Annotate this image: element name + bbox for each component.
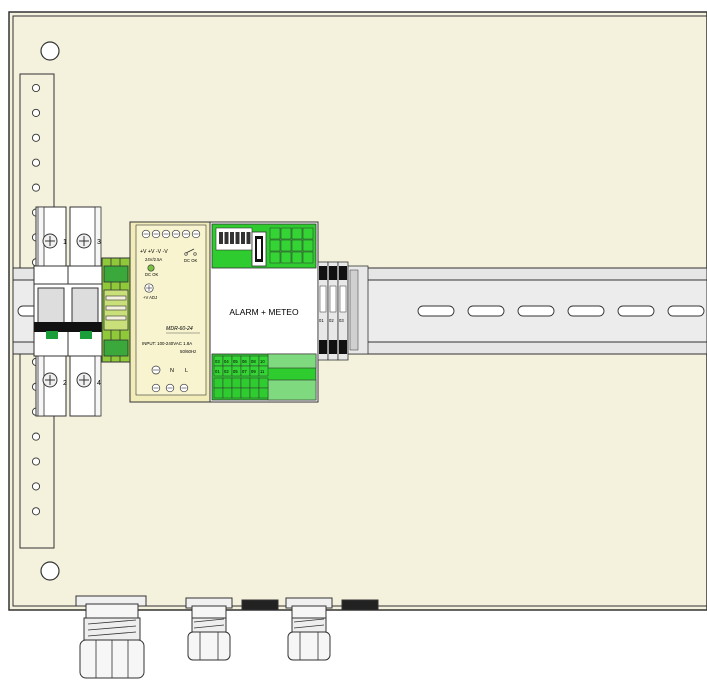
terminal-cell [258, 377, 269, 389]
dip-switch [230, 232, 234, 244]
dip-switch [219, 232, 223, 244]
module-terminal-label: 04 [224, 359, 229, 364]
terminal-cell [249, 387, 260, 399]
module-terminal-label: 02 [224, 369, 229, 374]
psu-dc-ok-label: DC OK [145, 272, 158, 277]
module-terminal-label: 09 [251, 369, 256, 374]
terminal-cell [240, 387, 251, 399]
module-terminal-label: 07 [242, 369, 247, 374]
terminal-cell [280, 239, 292, 252]
terminal-cell [291, 239, 303, 252]
module-terminal-label: 11 [260, 369, 265, 374]
terminal-block-label: 03 [339, 318, 344, 323]
right-terminal-blocks: 01 02 03 [317, 261, 369, 361]
terminal-cell [222, 377, 233, 389]
terminal-cell [291, 251, 303, 264]
terminal-cell [231, 387, 242, 399]
strip-hole [31, 457, 41, 466]
terminal-cell [258, 387, 269, 399]
psu-model: MDR-60-24 [166, 326, 193, 332]
breaker-terminal-4: 4 [97, 380, 101, 387]
terminal-cell [291, 227, 303, 240]
rail-slot [567, 305, 605, 317]
module-terminal-label: 08 [251, 359, 256, 364]
module-terminal-label: 10 [260, 359, 265, 364]
terminal-cell [280, 227, 292, 240]
cable-gland-large [75, 595, 147, 679]
module-label: ALARM + METEO [229, 307, 299, 317]
rail-slot [417, 305, 455, 317]
blanking-plug-2 [341, 599, 379, 611]
terminal-cell [213, 377, 224, 389]
cable-gland-medium-2 [285, 597, 333, 661]
rail-slot [517, 305, 555, 317]
psu-rating: 24V/2.5A [145, 257, 162, 262]
module-terminal-label: 01 [215, 369, 220, 374]
psu-terminals-top-label: +V +V -V -V [140, 249, 168, 255]
breaker-terminal-1: 1 [63, 239, 67, 246]
rail-slot [667, 305, 705, 317]
strip-hole [31, 108, 41, 117]
strip-hole [31, 83, 41, 93]
mounting-hole-bottom [40, 561, 60, 581]
breaker-terminal-2: 2 [63, 380, 67, 387]
ground-terminal-blocks [101, 257, 131, 363]
mounting-hole-top [40, 41, 60, 61]
strip-hole [31, 482, 41, 491]
strip-hole [31, 158, 41, 167]
terminal-cell [240, 377, 251, 389]
terminal-cell [213, 387, 224, 399]
rail-slot [617, 305, 655, 317]
psu-adjust-label: +V ADJ [143, 295, 157, 300]
blanking-plug-1 [241, 599, 279, 611]
rail-slot [467, 305, 505, 317]
dip-switch [224, 232, 229, 244]
terminal-cell [302, 251, 314, 264]
psu-line-label: L [185, 368, 188, 374]
terminal-cell [222, 387, 233, 399]
module-terminal-label: 05 [233, 369, 238, 374]
terminal-cell [280, 251, 292, 264]
module-terminal-label: 03 [215, 359, 220, 364]
terminal-cell [302, 239, 314, 252]
psu-dc-ok-led [147, 264, 155, 272]
terminal-cell [269, 239, 281, 252]
terminal-cell [231, 377, 242, 389]
strip-hole [31, 133, 41, 142]
terminal-cell [269, 251, 281, 264]
circuit-breaker: 1 3 2 4 [33, 206, 103, 417]
power-supply: +V +V -V -V DC OK 24V/2.5A DC OK +V ADJ … [129, 221, 211, 403]
terminal-cell [269, 227, 281, 240]
psu-dc-ok-relay-label: DC OK [184, 258, 197, 263]
terminal-block-label: 02 [329, 318, 334, 323]
module-terminal-label: 06 [242, 359, 247, 364]
breaker-terminal-3: 3 [97, 239, 101, 246]
strip-hole [31, 183, 41, 192]
module-terminal-label: 05 [233, 359, 238, 364]
dip-switch [235, 232, 240, 244]
dip-switch [246, 232, 251, 244]
psu-input-rating: INPUT: 100-240VAC 1.8A [142, 341, 192, 346]
alarm-meteo-module: ALARM + METEO 03 04 05 06 08 10 01 02 05 07 09 11 [209, 221, 319, 403]
strip-hole [31, 507, 41, 516]
strip-hole [31, 432, 41, 441]
psu-frequency: 50/60Hz [180, 349, 196, 354]
terminal-cell [302, 227, 314, 240]
cable-gland-medium-1 [185, 597, 233, 661]
terminal-block-label: 01 [319, 318, 324, 323]
terminal-cell [249, 377, 260, 389]
dip-switch [241, 232, 245, 244]
psu-neutral-label: N [170, 368, 174, 374]
